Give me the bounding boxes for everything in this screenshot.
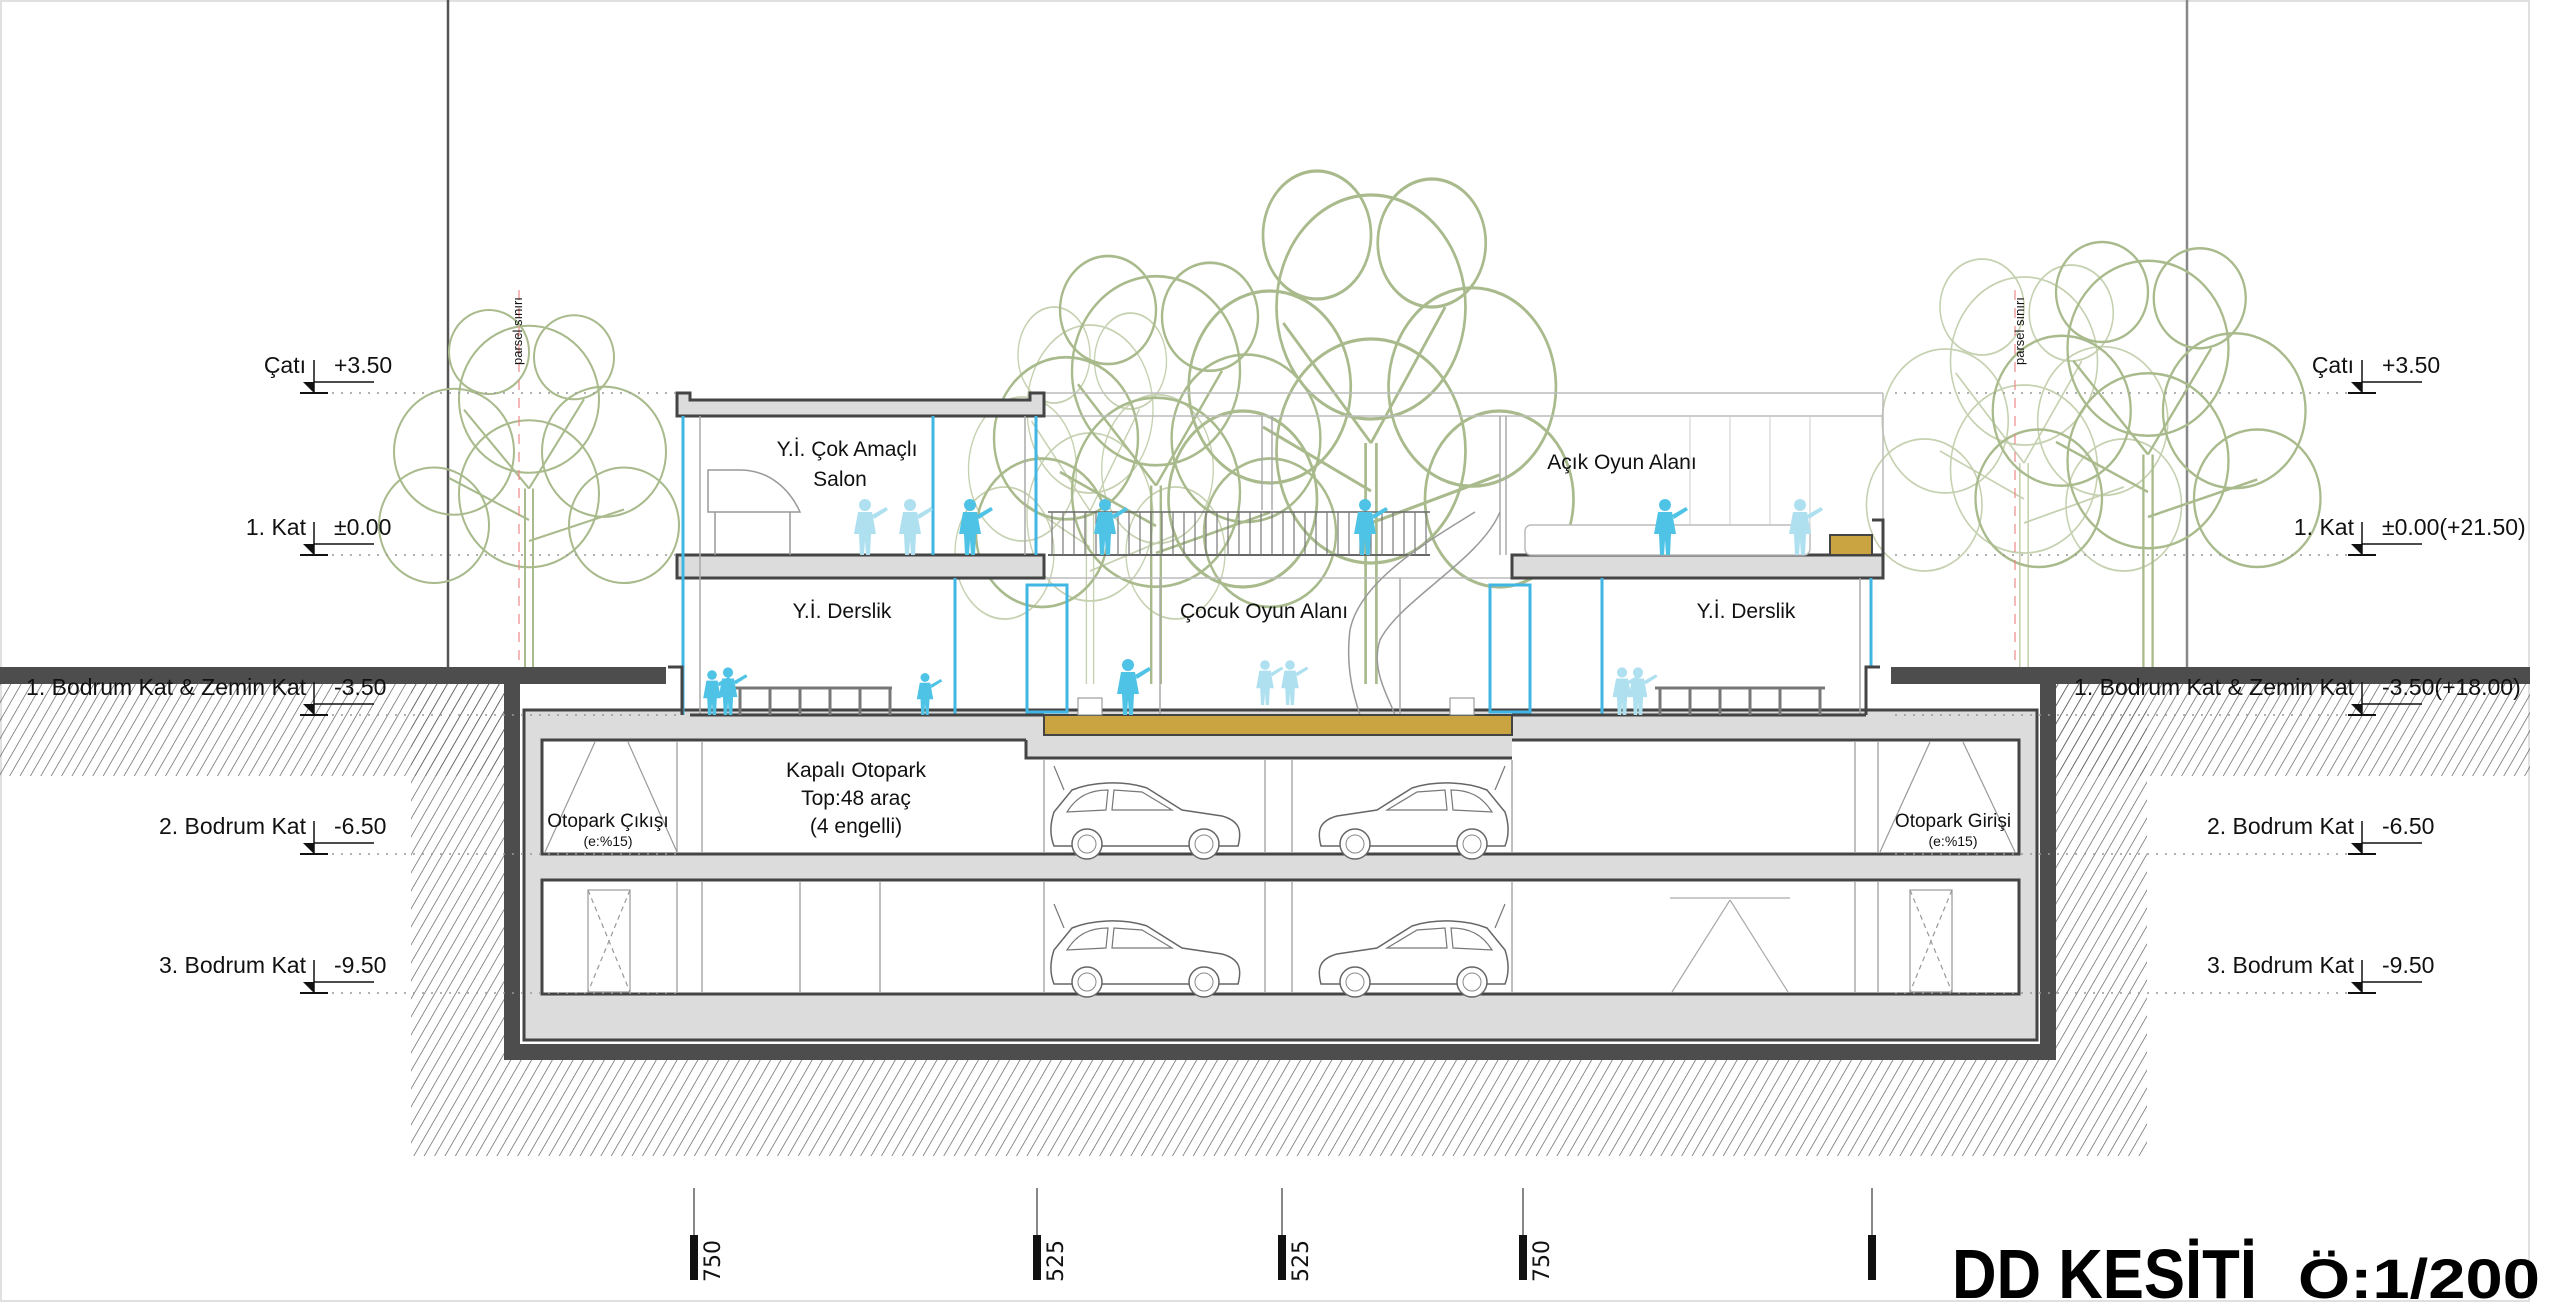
level-value: +3.50 (2382, 352, 2440, 378)
columns (676, 742, 1879, 992)
level-marker: Çatı +3.50 (1895, 352, 2440, 394)
level-value: +3.50 (334, 352, 392, 378)
drawing-scale: Ö:1/200 (2298, 1247, 2540, 1310)
left-block (668, 391, 1069, 717)
level-value: -3.50(+18.00) (2382, 674, 2521, 700)
parcel-label-left: parsel sınırı (510, 297, 525, 365)
play-floor (1043, 714, 1513, 736)
dimension-tick: 525 (1278, 1188, 1314, 1282)
level-marker: 3. Bodrum Kat -9.50 (1895, 952, 2434, 994)
drawing-title: DD KESİTİ (1952, 1235, 2257, 1312)
level-name: Çatı (264, 352, 306, 378)
room-label-salon: Salon (813, 468, 867, 491)
level-name: 1. Bodrum Kat & Zemin Kat (26, 674, 307, 700)
room-label-kids-play: Çocuk Oyun Alanı (1180, 600, 1348, 623)
grid-dimensions: 750 525 525 750 (690, 1188, 1876, 1282)
level-marker: 1. Bodrum Kat & Zemin Kat -3.50(+18.00) (1895, 674, 2521, 716)
level-marker: Çatı +3.50 (264, 352, 680, 394)
level-marker: 3. Bodrum Kat -9.50 (159, 952, 680, 994)
parcel-label-right: parsel sınırı (2012, 297, 2027, 365)
stool (1449, 697, 1475, 716)
level-name: 3. Bodrum Kat (2207, 952, 2355, 978)
tables-right (1655, 686, 1825, 715)
dimension-tick: 750 (1519, 1188, 1555, 1282)
level-marker: 2. Bodrum Kat -6.50 (159, 813, 680, 855)
dimension-label: 525 (1044, 1240, 1069, 1282)
spiral-slide (1347, 511, 1501, 716)
level-value: ±0.00(+21.50) (2382, 514, 2526, 540)
elevator-door-left (587, 889, 631, 993)
person-icon (899, 499, 933, 555)
tree-icon (377, 308, 681, 669)
middle-atrium (1044, 392, 1884, 715)
parking-entry-label: Otopark Girişi (1895, 811, 2011, 832)
planter (1829, 534, 1873, 556)
parking-exit-slope: (e:%15) (583, 833, 632, 849)
room-label-multipurpose: Y.İ. Çok Amaçlı (777, 438, 918, 461)
level-name: 2. Bodrum Kat (2207, 813, 2355, 839)
level-name: 3. Bodrum Kat (159, 952, 307, 978)
ground-slab-left (0, 667, 666, 684)
stool (1077, 697, 1103, 716)
level-value: -3.50 (334, 674, 386, 700)
piano-icon (707, 469, 802, 555)
person-icon (854, 499, 888, 555)
dimension-label: 750 (701, 1240, 726, 1282)
level-name: Çatı (2312, 352, 2354, 378)
level-name: 2. Bodrum Kat (159, 813, 307, 839)
level-name: 1. Kat (246, 514, 307, 540)
level-marker: 2. Bodrum Kat -6.50 (1895, 813, 2434, 855)
entry-ramp (1879, 741, 2016, 853)
dimension-tick: 750 (690, 1188, 726, 1282)
tree-icon (1974, 240, 2322, 669)
tree-icon (1166, 169, 1576, 717)
parking-label: Kapalı Otopark (786, 759, 927, 782)
level-name: 1. Kat (2294, 514, 2355, 540)
level-markers: Çatı +3.50 Çatı +3.50 1. Kat ±0.00 1. Kat ±0.00… (26, 352, 2526, 994)
level-value: -9.50 (2382, 952, 2434, 978)
room-label-classroom-left: Y.İ. Derslik (793, 600, 892, 623)
right-block (1488, 518, 1885, 717)
dimension-label: 525 (1289, 1240, 1314, 1282)
parking-exit-label: Otopark Çıkışı (547, 811, 668, 832)
level-value: -9.50 (334, 952, 386, 978)
parking-capacity: Top:48 araç (801, 787, 911, 810)
ground-slab-right (1891, 667, 2530, 684)
parking-level-3 (540, 878, 2021, 996)
parking-accessible: (4 engelli) (810, 815, 902, 838)
room-label-classroom-right: Y.İ. Derslik (1697, 600, 1796, 623)
elevator-door-right (1909, 889, 1953, 993)
level-marker: 1. Kat ±0.00(+21.50) (1895, 514, 2526, 556)
level-value: -6.50 (334, 813, 386, 839)
room-label-open-play: Açık Oyun Alanı (1547, 451, 1696, 474)
level-name: 1. Bodrum Kat & Zemin Kat (2074, 674, 2355, 700)
dimension-tick: 525 (1033, 1188, 1069, 1282)
exit-ramp (544, 741, 678, 853)
level-value: ±0.00 (334, 514, 391, 540)
level-marker: 1. Kat ±0.00 (246, 514, 680, 556)
parking-entry-slope: (e:%15) (1928, 833, 1977, 849)
dimension-tick (1868, 1188, 1876, 1280)
dimension-label: 750 (1530, 1240, 1555, 1282)
tables-left (735, 686, 892, 715)
level-marker: 1. Bodrum Kat & Zemin Kat -3.50 (26, 674, 680, 716)
tree-icon (954, 306, 1226, 716)
level-value: -6.50 (2382, 813, 2434, 839)
ramp-lower (1670, 897, 1790, 993)
